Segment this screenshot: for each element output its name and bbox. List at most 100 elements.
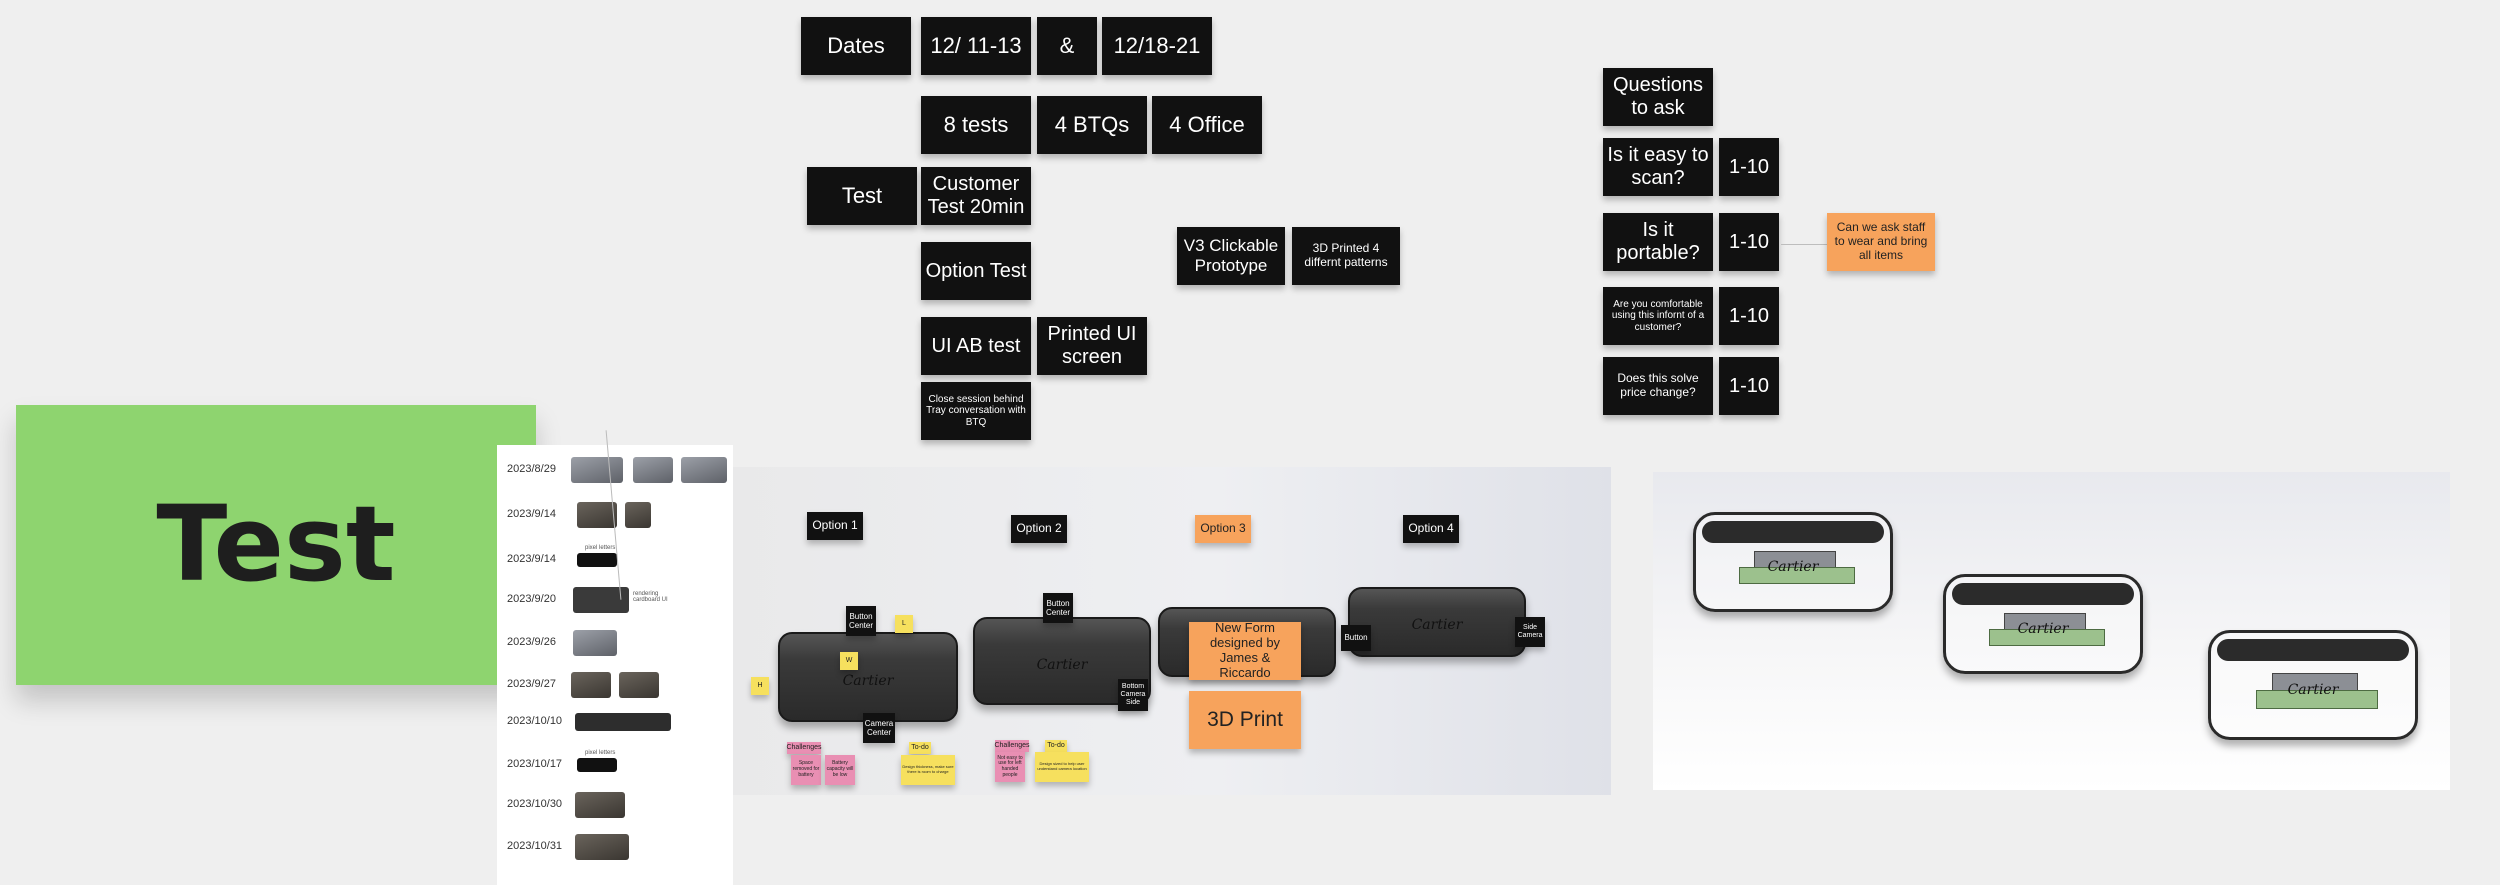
timeline-row: 2023/8/29	[497, 455, 733, 485]
challenge-note[interactable]: Not easy to use for left handed people	[995, 752, 1025, 782]
prototype-thumbnail	[619, 672, 659, 698]
question-scan-note[interactable]: Is it easy to scan?	[1603, 138, 1713, 196]
prototype-thumbnail	[681, 457, 727, 483]
device-pcb	[1738, 566, 1856, 584]
timeline-date: 2023/10/30	[507, 798, 563, 810]
device-lid	[2217, 639, 2409, 661]
connector-line	[1781, 244, 1827, 245]
print-3d-note[interactable]: 3D Print	[1189, 691, 1301, 749]
timeline-row: 2023/9/14 pixel letters	[497, 545, 733, 575]
scale-comfortable-note[interactable]: 1-10	[1719, 287, 1779, 345]
timeline-date: 2023/10/10	[507, 715, 563, 727]
prototype-thumbnail	[571, 672, 611, 698]
prototype-thumbnail	[575, 792, 625, 818]
challenge-note[interactable]: Space removed for battery	[791, 755, 821, 785]
big-test-note[interactable]: Test	[16, 405, 536, 685]
width-mini-note[interactable]: W	[840, 652, 858, 670]
timeline-date: 2023/9/26	[507, 636, 556, 648]
timeline-date: 2023/8/29	[507, 463, 556, 475]
timeline-date: 2023/10/17	[507, 758, 563, 770]
staff-question-note[interactable]: Can we ask staff to wear and bring all i…	[1827, 213, 1935, 271]
brand-logo: Cartier	[1767, 558, 1819, 575]
clear-device: Cartier	[1693, 512, 1893, 612]
timeline-tiny-label: pixel letters	[585, 750, 616, 756]
printed-patterns-note[interactable]: 3D Printed 4 differnt patterns	[1292, 227, 1400, 285]
timeline-row: 2023/10/17 pixel letters	[497, 750, 733, 780]
prototype-thumbnail	[575, 834, 629, 860]
scale-portable-note[interactable]: 1-10	[1719, 213, 1779, 271]
side-camera-note[interactable]: Side Camera	[1515, 617, 1545, 647]
options-render-panel[interactable]: Cartier Cartier Cartier Option 1 Option …	[733, 467, 1611, 795]
challenges1-header[interactable]: Challenges	[786, 742, 822, 754]
v3-prototype-note[interactable]: V3 Clickable Prototype	[1177, 227, 1285, 285]
question-portable-note[interactable]: Is it portable?	[1603, 213, 1713, 271]
office-note[interactable]: 4 Office	[1152, 96, 1262, 154]
prototype-thumbnail	[577, 758, 617, 772]
timeline-row: 2023/9/27	[497, 670, 733, 700]
timeline-row: 2023/10/10	[497, 707, 733, 737]
timeline-row: 2023/10/30	[497, 790, 733, 820]
brand-logo: Cartier	[2017, 620, 2069, 637]
timeline-tiny-label: pixel letters	[585, 545, 616, 551]
date2-note[interactable]: 12/18-21	[1102, 17, 1212, 75]
timeline-date: 2023/10/31	[507, 840, 563, 852]
brand-logo: Cartier	[2287, 682, 2339, 699]
prototype-thumbnail	[575, 713, 671, 731]
button-center-2-note[interactable]: Button Center	[1043, 593, 1073, 623]
device-pcb	[1988, 628, 2106, 646]
brand-logo: Cartier	[1411, 617, 1463, 634]
option4-device: Cartier	[1348, 587, 1526, 657]
todo-note[interactable]: Design thickness, make sure there is roo…	[901, 755, 955, 785]
button-note[interactable]: Button	[1341, 625, 1371, 651]
height-mini-note[interactable]: H	[751, 677, 769, 695]
button-center-1-note[interactable]: Button Center	[846, 606, 876, 636]
prototype-thumbnail	[577, 502, 617, 528]
timeline-date: 2023/9/14	[507, 553, 556, 565]
dates-note[interactable]: Dates	[801, 17, 911, 75]
scale-scan-note[interactable]: 1-10	[1719, 138, 1779, 196]
option1-label[interactable]: Option 1	[807, 512, 863, 540]
prototype-thumbnail	[577, 553, 617, 567]
todo-note[interactable]: Design sized to help user understand cam…	[1035, 752, 1089, 782]
option1-device: Cartier	[778, 632, 958, 722]
ui-ab-test-note[interactable]: UI AB test	[921, 317, 1031, 375]
bottom-camera-side-note[interactable]: Bottom Camera Side	[1118, 679, 1148, 711]
clear-prototype-render-panel[interactable]: Cartier Cartier Cartier	[1653, 472, 2450, 790]
todo1-header[interactable]: To-do	[909, 742, 931, 754]
challenge-note[interactable]: Battery capacity will be low	[825, 755, 855, 785]
scale-price-note[interactable]: 1-10	[1719, 357, 1779, 415]
timeline-panel[interactable]: 2023/8/29 2023/9/14 2023/9/14 pixel lett…	[497, 445, 733, 885]
timeline-date: 2023/9/27	[507, 678, 556, 690]
timeline-row: 2023/9/14	[497, 500, 733, 530]
prototype-thumbnail	[625, 502, 651, 528]
option-test-note[interactable]: Option Test	[921, 242, 1031, 300]
brand-logo: Cartier	[842, 673, 894, 690]
challenges2-header[interactable]: Challenges	[994, 740, 1030, 752]
prototype-thumbnail	[573, 630, 617, 656]
close-session-note[interactable]: Close session behind Tray conversation w…	[921, 382, 1031, 440]
customer-test-note[interactable]: Customer Test 20min	[921, 167, 1031, 225]
question-price-note[interactable]: Does this solve price change?	[1603, 357, 1713, 415]
timeline-date: 2023/9/14	[507, 508, 556, 520]
option4-label[interactable]: Option 4	[1403, 515, 1459, 543]
test-label-note[interactable]: Test	[807, 167, 917, 225]
todo2-header[interactable]: To-do	[1045, 740, 1067, 752]
device-lid	[1952, 583, 2134, 605]
timeline-date: 2023/9/20	[507, 593, 556, 605]
new-form-note[interactable]: New Form designed by James & Riccardo	[1189, 620, 1301, 680]
length-mini-note[interactable]: L	[895, 615, 913, 633]
option2-label[interactable]: Option 2	[1011, 515, 1067, 543]
camera-center-note[interactable]: Camera Center	[863, 713, 895, 743]
printed-ui-note[interactable]: Printed UI screen	[1037, 317, 1147, 375]
question-comfortable-note[interactable]: Are you comfortable using this infornt o…	[1603, 287, 1713, 345]
date1-note[interactable]: 12/ 11-13	[921, 17, 1031, 75]
questions-header-note[interactable]: Questions to ask	[1603, 68, 1713, 126]
timeline-row: 2023/9/20 rendering cardboard UI	[497, 585, 733, 615]
ampersand-note[interactable]: &	[1037, 17, 1097, 75]
prototype-thumbnail	[633, 457, 673, 483]
tests-count-note[interactable]: 8 tests	[921, 96, 1031, 154]
btqs-note[interactable]: 4 BTQs	[1037, 96, 1147, 154]
option3-label[interactable]: Option 3	[1195, 515, 1251, 543]
brand-logo: Cartier	[1036, 657, 1088, 674]
device-lid	[1702, 521, 1884, 543]
